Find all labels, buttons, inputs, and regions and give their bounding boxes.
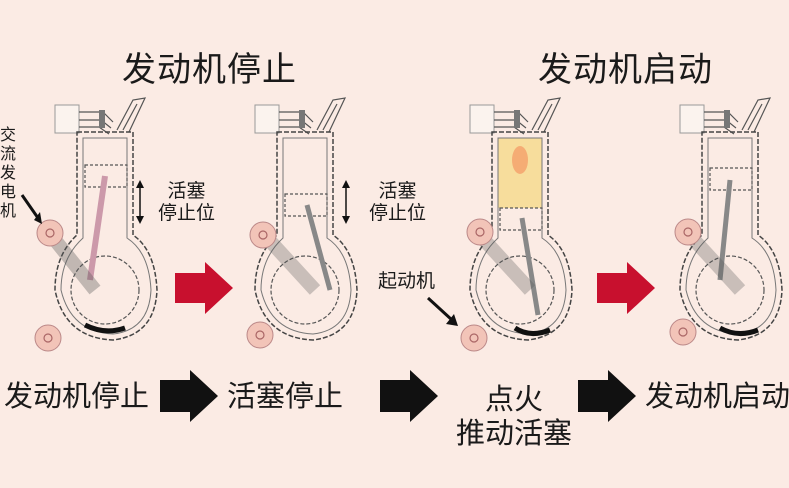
engine-illustration-4 — [679, 97, 783, 341]
alternator-pulley-4 — [674, 218, 702, 246]
red-arrow-2 — [597, 262, 655, 314]
connecting-rod-1 — [87, 175, 108, 281]
title-engine-stop: 发动机停止 — [122, 50, 297, 90]
step-label-engine-start: 发动机启动 — [645, 379, 789, 413]
flow-arrow-1 — [160, 370, 218, 422]
step-label-ignition: 点火 推动活塞 — [456, 382, 572, 450]
crank-pulley-1 — [34, 324, 62, 352]
piston-3 — [499, 207, 543, 231]
step-label-engine-stop: 发动机停止 — [4, 379, 150, 413]
alternator-pointer-arrowhead — [34, 212, 42, 224]
rotation-arrow-1 — [83, 322, 126, 334]
piston-stop-indicator-2-top — [342, 180, 350, 188]
flow-arrow-2 — [380, 370, 438, 422]
crank-pulley-2 — [246, 321, 274, 349]
starter-label: 起动机 — [378, 270, 436, 292]
flow-arrow-3 — [578, 370, 636, 422]
starter-pointer-arrow — [426, 296, 454, 322]
piston-2 — [284, 193, 328, 217]
alternator-pointer-arrow — [20, 194, 40, 219]
piston-stop-indicator-1-bottom — [136, 216, 144, 224]
piston-stop-indicator-2-bottom — [342, 216, 350, 224]
piston-stop-indicator-1-top — [136, 180, 144, 188]
title-engine-start: 发动机启动 — [538, 50, 713, 90]
piston-stop-label-2-line2: 停止位 — [369, 202, 427, 224]
piston-stop-label-1: 活塞 停止位 — [158, 180, 215, 224]
piston-stop-label-1-line2: 停止位 — [158, 202, 216, 224]
alternator-pulley-1 — [36, 219, 64, 247]
step-label-ignition-line1: 点火 — [485, 382, 544, 416]
flame-core — [512, 146, 528, 174]
piston-stop-label-2: 活塞 停止位 — [369, 180, 426, 224]
red-arrow-1 — [175, 262, 233, 314]
alternator-label: 交流发电机 — [0, 125, 17, 220]
engine-illustration-2 — [254, 97, 358, 341]
engine-illustration-3 — [469, 97, 573, 341]
piston-stop-label-1-line1: 活塞 — [167, 180, 206, 202]
piston-stop-label-2-line1: 活塞 — [378, 180, 417, 202]
starter-pulley — [460, 324, 488, 352]
alternator-pulley-2 — [249, 221, 277, 249]
connecting-rod-3 — [519, 217, 541, 316]
rotation-arrow-3 — [513, 325, 551, 336]
alternator-pulley-3 — [466, 218, 494, 246]
rotation-arrow-4 — [718, 325, 759, 336]
crank-pulley-4 — [669, 318, 697, 346]
step-label-piston-stop: 活塞停止 — [227, 379, 344, 413]
connecting-rod-2 — [304, 204, 333, 291]
connecting-rod-4 — [717, 179, 733, 281]
starter-pointer-arrowhead — [446, 314, 458, 326]
step-label-ignition-line2: 推动活塞 — [456, 416, 573, 450]
